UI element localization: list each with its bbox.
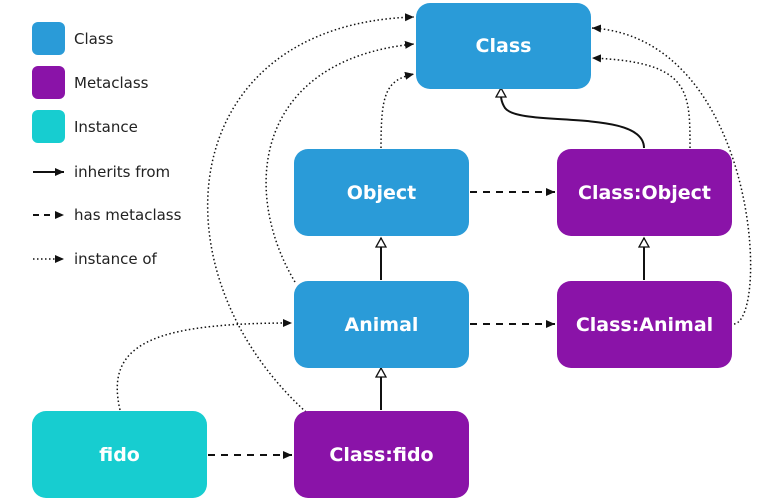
edge-classobject-instance-of-class <box>591 54 691 149</box>
edge-classfido-instance-of-class <box>206 13 415 413</box>
node-class-fido: Class:fido <box>294 411 469 498</box>
legend-class-swatch <box>32 22 65 55</box>
legend-metaclass-swatch <box>32 66 65 99</box>
legend-metaclass-label: Metaclass <box>74 74 149 92</box>
legend-inherits-label: inherits from <box>74 163 171 181</box>
legend-instance-swatch <box>32 110 65 143</box>
legend-instance-edge-label: instance of <box>74 250 157 268</box>
edge-classanimal-instance-of-class <box>591 24 752 325</box>
edge-animal-instance-of-class <box>265 40 415 283</box>
edge-classobject-inherits-class <box>501 88 645 149</box>
legend-instance-label: Instance <box>74 118 138 136</box>
node-class-object: Class:Object <box>557 149 732 236</box>
edge-fido-instance-of-animal <box>116 319 293 411</box>
legend-metaclass-edge-label: has metaclass <box>74 206 182 224</box>
node-class: Class <box>416 3 591 89</box>
node-class-animal: Class:Animal <box>557 281 732 368</box>
node-fido: fido <box>32 411 207 498</box>
node-object: Object <box>294 149 469 236</box>
legend-class-label: Class <box>74 30 114 48</box>
edge-object-instance-of-class <box>380 71 415 149</box>
node-animal: Animal <box>294 281 469 368</box>
